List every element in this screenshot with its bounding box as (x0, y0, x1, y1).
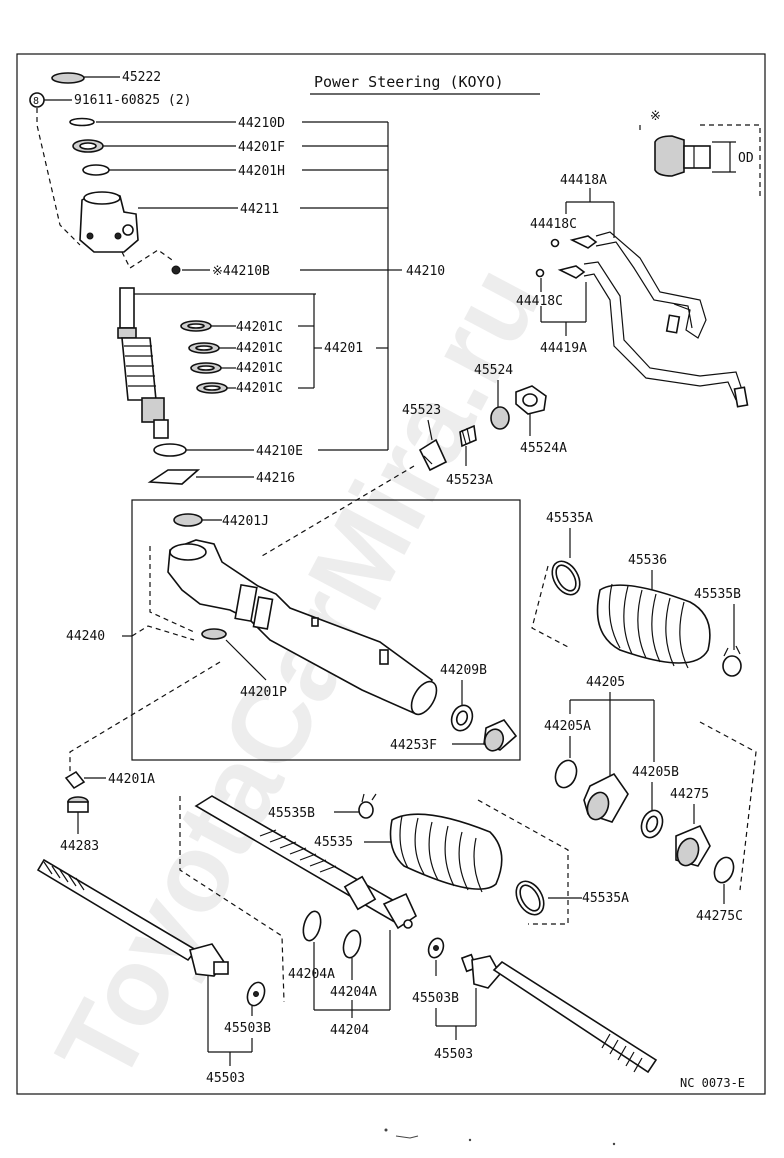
label-44204A-1: 44204A (288, 967, 335, 982)
label-44201: 44201 (324, 341, 363, 356)
label-45503-right: 45503 (434, 1047, 473, 1062)
label-45523: 45523 (402, 403, 441, 418)
label-44240: 44240 (66, 629, 105, 644)
rack-housing-box (131, 499, 521, 761)
inset-od-detail: ※ OD (639, 109, 761, 200)
label-44275C: 44275C (696, 909, 743, 924)
label-44418A: 44418A (560, 173, 607, 188)
pressure-tubes: 44418A 44418C 44418C 44419A (516, 173, 749, 408)
label-45523A: 45523A (446, 473, 493, 488)
svg-text:8: 8 (33, 96, 39, 107)
label-45536: 45536 (628, 553, 667, 568)
label-44418C-1: 44418C (530, 217, 577, 232)
label-44275: 44275 (670, 787, 709, 802)
label-44216: 44216 (256, 471, 295, 486)
label-44210E: 44210E (256, 444, 303, 459)
boot-45536 (596, 584, 711, 664)
label-45535B-mid: 45535B (268, 806, 315, 821)
label-44418C-2: 44418C (516, 294, 563, 309)
label-44201C-2: 44201C (236, 341, 283, 356)
label-44283: 44283 (60, 839, 99, 854)
right-bellows-parts: 45535A 45536 45535B 44205 44205A 44205B … (531, 511, 757, 924)
right-tie-rod-parts: 45503B 45503 (412, 937, 658, 1074)
label-44201P: 44201P (240, 685, 287, 700)
label-45535B-right: 45535B (694, 587, 741, 602)
label-44201C-1: 44201C (236, 320, 283, 335)
label-44210: 44210 (406, 264, 445, 279)
pinion-shaft (117, 287, 169, 439)
label-45503B-right: 45503B (412, 991, 459, 1006)
label-44201J: 44201J (222, 514, 269, 529)
label-44201C-4: 44201C (236, 381, 283, 396)
diagram-code: NC 0073-E (680, 1076, 745, 1090)
label-91611: 91611-60825 (2) (74, 93, 191, 108)
label-44201C-3: 44201C (236, 361, 283, 376)
label-44205B: 44205B (632, 765, 679, 780)
label-45222: 45222 (122, 70, 161, 85)
label-44253F: 44253F (390, 738, 437, 753)
label-45503-left: 45503 (206, 1071, 245, 1086)
left-small-parts: 44201A 44283 (60, 661, 221, 854)
label-44210D: 44210D (238, 116, 285, 131)
rack-guide-parts: 45524 45524A 45523 45523A (261, 363, 567, 557)
washer-45222 (51, 72, 85, 84)
label-44201H: 44201H (238, 164, 285, 179)
label-44419A: 44419A (540, 341, 587, 356)
rack-housing-parts: 44201J 44240 44201P 44209B 44253F (66, 513, 518, 753)
label-45535A-top: 45535A (546, 511, 593, 526)
label-45503B-left: 45503B (224, 1021, 271, 1036)
label-44204A-2: 44204A (330, 985, 377, 1000)
boot-45535 (389, 813, 503, 890)
label-45535A-bot: 45535A (582, 891, 629, 906)
label-44209B: 44209B (440, 663, 487, 678)
od-label: OD (738, 151, 754, 166)
pinion-valve-parts: 45222 8 91611-60825 (2) 44210D 44201F 44… (29, 70, 445, 486)
label-45524: 45524 (474, 363, 513, 378)
label-44210B: ※44210B (212, 264, 270, 279)
inset-mark: ※ (650, 109, 661, 124)
label-44201A: 44201A (108, 772, 155, 787)
diagram-title: Power Steering (KOYO) (314, 73, 504, 91)
left-tie-rod-parts: 45503B 45503 (36, 858, 271, 1086)
label-44211: 44211 (240, 202, 279, 217)
label-44205: 44205 (586, 675, 625, 690)
label-45524A: 45524A (520, 441, 567, 456)
label-44205A: 44205A (544, 719, 591, 734)
label-44204: 44204 (330, 1023, 369, 1038)
diagram-frame (16, 53, 766, 1095)
rack-and-boot-parts: 45535B 45535 45535A 44204A 44204A 44204 (179, 793, 629, 1038)
label-44201F: 44201F (238, 140, 285, 155)
label-45535: 45535 (314, 835, 353, 850)
scan-marks (384, 1128, 616, 1146)
